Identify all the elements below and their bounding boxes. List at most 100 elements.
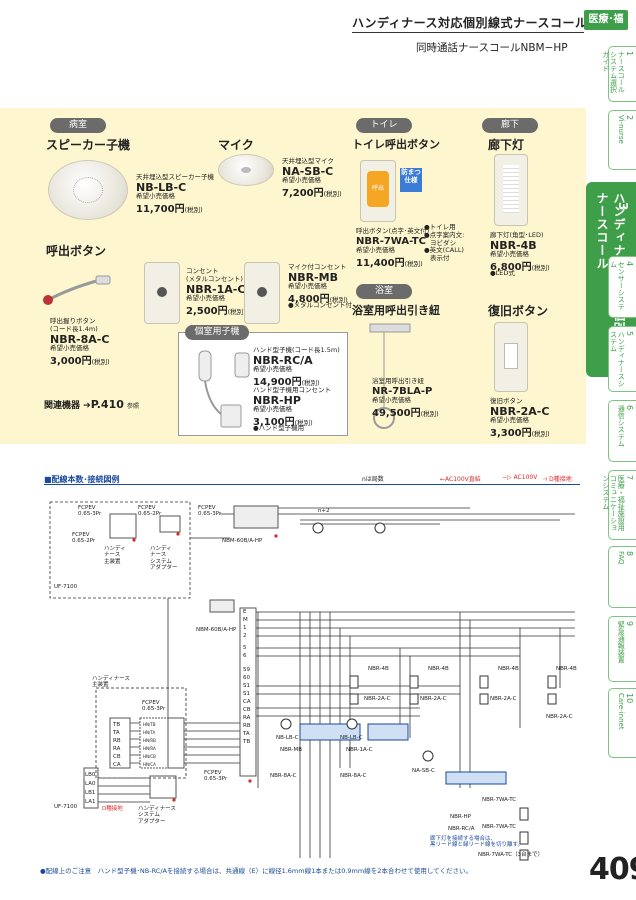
speaker-price: 11,700円(税別) — [136, 204, 203, 215]
handset-desc: ハンド型子機(コード長1.5m) — [253, 346, 340, 354]
handset-note: 希望小売価格 — [253, 365, 292, 373]
mic-note: 希望小売価格 — [282, 176, 321, 184]
wiring-diagram — [49, 501, 575, 861]
toilet-note: 希望小売価格 — [356, 246, 395, 254]
speaker-image — [48, 160, 128, 220]
product-panel: 病室 トイレ 廊下 スピーカー子機 天井埋込型スピーカー子機 NB-LB-C 希… — [0, 108, 586, 444]
toilet-price: 11,400円(税別) — [356, 258, 423, 269]
cable-label-1: FCPEV 0.65-3Pr — [78, 505, 102, 518]
handset-outlet-bullet: ●ハンド型子機用 — [253, 424, 305, 432]
bath-note: 希望小売価格 — [372, 396, 411, 404]
bath-pull-image — [366, 322, 416, 432]
section-pill-toilet: トイレ — [356, 118, 412, 133]
mic-outlet-code: NBR-MB — [288, 271, 338, 284]
reset-desc: 復旧ボタン — [490, 397, 523, 405]
legend-ground: ⊣ D種接地 — [542, 476, 572, 483]
page-number: 409 — [589, 852, 636, 887]
call-button-desc2: (コード長1.4m) — [50, 325, 98, 333]
label-nbr-4b-4: NBR-4B — [556, 666, 577, 672]
speaker-heading: スピーカー子機 — [46, 138, 131, 152]
label-nbr-7wa-3: NBR-7WA-TC（3台まで） — [478, 852, 544, 858]
legend-ac-direct: ←AC100V直結 — [440, 476, 481, 483]
private-room-box: 個室用子機 ハンド型子機(コード長1.5m) NBR-RC/A 希望小売価格 1… — [178, 325, 348, 436]
cable-label-6: FCPEV 0.65-3Pr — [204, 770, 228, 783]
mic-outlet-price: 4,800円(税別) — [288, 294, 348, 305]
ground-label: D種接地 — [102, 806, 123, 812]
label-nbr-2a-c-2: NBR-2A-C — [420, 696, 447, 702]
call-button-code: NBR-8A-C — [50, 333, 110, 346]
handset-outlet-price: 3,100円(税別) — [253, 417, 313, 428]
handset-price: 14,900円(税別) — [253, 377, 320, 388]
section-pill-private: 個室用子機 — [185, 325, 249, 340]
section-pill-bath: 浴室 — [356, 284, 412, 299]
cable-label-2: FCPEV 0.65-2Pr — [138, 505, 162, 518]
outlet-image — [144, 262, 180, 324]
nbm-label-mid: NBM-60B/A-HP — [196, 627, 237, 633]
header-rule — [352, 32, 584, 33]
toilet-desc: 呼出ボタン(点字･英文付) — [356, 227, 430, 235]
outlet-code: NBR-1A-C — [186, 283, 246, 296]
bath-code: NR-7BLA-P — [372, 386, 433, 397]
label-nbr-hp: NBR-HP — [450, 814, 471, 820]
reset-note: 希望小売価格 — [490, 416, 529, 424]
handset-outlet-desc: ハンド型子機用コンセント — [253, 386, 331, 394]
legend-n: nは局数 — [362, 476, 384, 483]
mic-outlet-desc: マイク付コンセント — [288, 263, 347, 271]
mic-image — [218, 154, 274, 186]
mic-outlet-image — [244, 262, 280, 324]
n-plus-2-label: n+2 — [318, 508, 330, 514]
mic-price: 7,200円(税別) — [282, 188, 342, 199]
bath-desc: 浴室用呼出引き紐 — [372, 377, 424, 385]
bath-heading: 浴室用呼出引き紐 — [352, 304, 440, 317]
category-badge: 医療･福祉 — [584, 10, 628, 45]
speaker-desc: 天井埋込型スピーカー子機 — [136, 173, 214, 181]
label-nbr-7wa-1: NBR-7WA-TC — [482, 797, 517, 803]
adapter-label-1: ハンディ ナース システム アダプター — [150, 546, 178, 571]
call-button-note: 希望小売価格 — [50, 344, 89, 352]
reset-heading: 復旧ボタン — [488, 304, 549, 318]
outlet-desc2: (メタルコンセント) — [186, 275, 243, 283]
cable-label-5: FCPEV 0.65-3Pr — [142, 700, 166, 713]
mic-outlet-bullet: ●メタルコンセント付 — [288, 301, 353, 309]
section-pill-corridor: 廊下 — [482, 118, 538, 133]
page-subtitle: 同時通話ナースコールNBM−HP — [416, 42, 568, 54]
handset-image — [195, 347, 255, 429]
call-button-image — [40, 274, 112, 306]
mic-code: NA-SB-C — [282, 165, 334, 178]
nbm-label-top: NBM-60B/A-HP — [222, 538, 263, 544]
reset-code: NBR-2A-C — [490, 405, 550, 418]
outlet-desc1: コンセント — [186, 267, 219, 275]
uf7100-label-1: UF-7100 — [54, 584, 78, 590]
label-nbr-2a-c-3: NBR-2A-C — [490, 696, 517, 702]
host-label-1: ハンディ ナース 主装置 — [104, 546, 126, 565]
bath-price: 49,500円(税別) — [372, 408, 439, 419]
corridor-note: 廊下灯を接続する場合は、 黒リード線と緑リード線を切り離す。 — [430, 836, 523, 849]
label-nbr-4b-3: NBR-4B — [498, 666, 519, 672]
cable-label-3: FCPEV 0.65-3Pr — [198, 505, 222, 518]
corridor-code: NBR-4B — [490, 239, 537, 252]
outlet-price: 2,500円(税別) — [186, 306, 246, 317]
wiring-rule — [44, 484, 580, 485]
related-link[interactable]: 関連機器 ➔P.410 参照 — [44, 398, 140, 411]
call-button-desc1: 呼出握りボタン — [50, 317, 96, 325]
corridor-price: 6,800円(税別) — [490, 262, 550, 273]
corridor-note: 希望小売価格 — [490, 250, 529, 258]
host-label-2: ハンディナース 主装置 — [92, 676, 130, 689]
label-nbr-7wa-2: NBR-7WA-TC — [482, 824, 517, 830]
adapter-label-2: ハンディナース システム アダプター — [138, 806, 176, 825]
speaker-note: 希望小売価格 — [136, 192, 175, 200]
toilet-code: NBR-7WA-TC — [356, 236, 426, 247]
corridor-heading: 廊下灯 — [488, 138, 525, 152]
toilet-button-image: 呼出 — [360, 160, 396, 222]
